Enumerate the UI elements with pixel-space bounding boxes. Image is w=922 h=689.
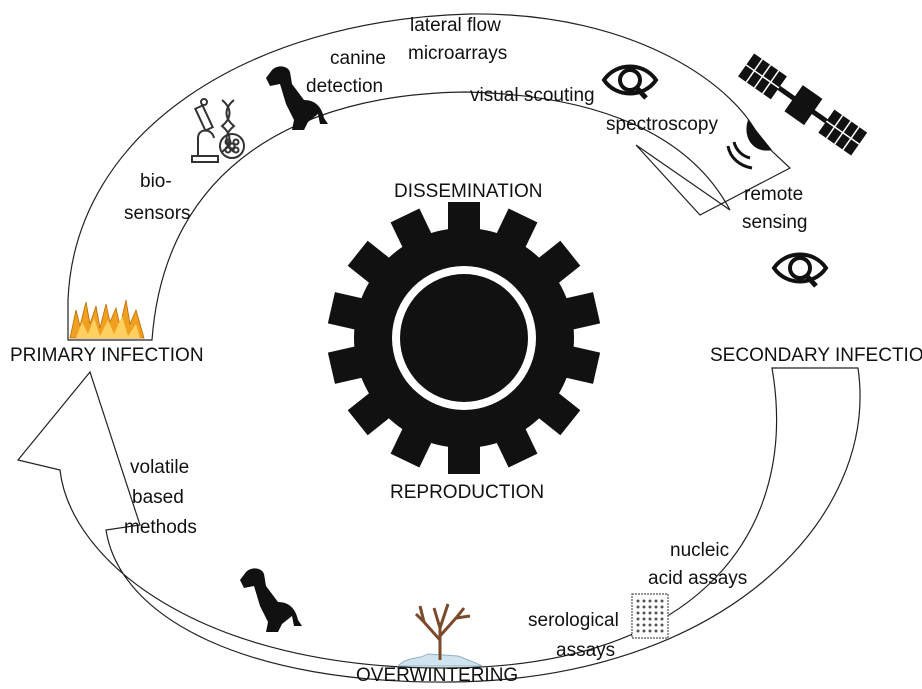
nucleic-label: nucleic — [670, 540, 729, 561]
chip-spot — [654, 605, 658, 609]
spectroscopy-label: spectroscopy — [606, 114, 718, 135]
chip-spot — [648, 629, 652, 633]
based-label: based — [132, 487, 184, 508]
canine-label: canine — [330, 48, 386, 69]
chip-spot — [642, 611, 646, 615]
sensors-label: sensors — [124, 203, 191, 224]
lateral-flow-label: lateral flow — [410, 15, 501, 36]
reproduction-label: REPRODUCTION — [390, 482, 544, 503]
visual-scouting-label: visual scouting — [470, 85, 595, 106]
chip-spot — [642, 623, 646, 627]
assays-label: assays — [556, 640, 615, 661]
microarrays-label: microarrays — [408, 43, 507, 64]
chip-spot — [654, 599, 658, 603]
chip-spot — [636, 611, 640, 615]
chip-spot — [654, 629, 658, 633]
chip-spot — [660, 629, 664, 633]
chip-spot — [654, 617, 658, 621]
methods-label: methods — [124, 517, 197, 538]
chip-spot — [642, 599, 646, 603]
eye-magnifier-icon — [601, 64, 659, 100]
sensing-label: sensing — [742, 212, 808, 233]
dog-icon — [240, 568, 302, 632]
chip-spot — [648, 599, 652, 603]
acid-assays-label: acid assays — [648, 568, 747, 589]
fire-icon — [69, 299, 145, 339]
chip-spot — [660, 599, 664, 603]
chip-spot — [660, 617, 664, 621]
remote-label: remote — [744, 184, 803, 205]
tree-icon — [396, 603, 483, 667]
chip-spot — [636, 605, 640, 609]
detection-label: detection — [306, 76, 383, 97]
volatile-label: volatile — [130, 457, 189, 478]
overwintering-label: OVERWINTERING — [356, 665, 518, 686]
microarray-chip-icon — [631, 593, 669, 639]
chip-spot — [636, 629, 640, 633]
chip-spot — [636, 617, 640, 621]
chip-spot — [636, 599, 640, 603]
primary-infection-label: PRIMARY INFECTION — [10, 345, 204, 366]
chip-spot — [660, 605, 664, 609]
chip-spot — [642, 605, 646, 609]
chip-spot — [648, 611, 652, 615]
chip-spot — [654, 611, 658, 615]
chip-spot — [648, 623, 652, 627]
serological-label: serological — [528, 610, 619, 631]
dog-icon — [266, 66, 328, 130]
chip-spot — [648, 617, 652, 621]
microscope-dna-icon — [191, 98, 245, 163]
chip-spot — [642, 629, 646, 633]
chip-spot — [654, 623, 658, 627]
satellite-icon — [726, 53, 868, 170]
secondary-infection-label: SECONDARY INFECTION — [710, 345, 922, 366]
gear-icon — [327, 202, 601, 474]
chip-spot — [660, 611, 664, 615]
bio-label: bio- — [140, 171, 172, 192]
eye-magnifier-icon — [771, 252, 829, 288]
chip-spot — [642, 617, 646, 621]
chip-spot — [660, 623, 664, 627]
chip-spot — [636, 623, 640, 627]
dissemination-label: DISSEMINATION — [394, 181, 543, 202]
chip-spot — [648, 605, 652, 609]
